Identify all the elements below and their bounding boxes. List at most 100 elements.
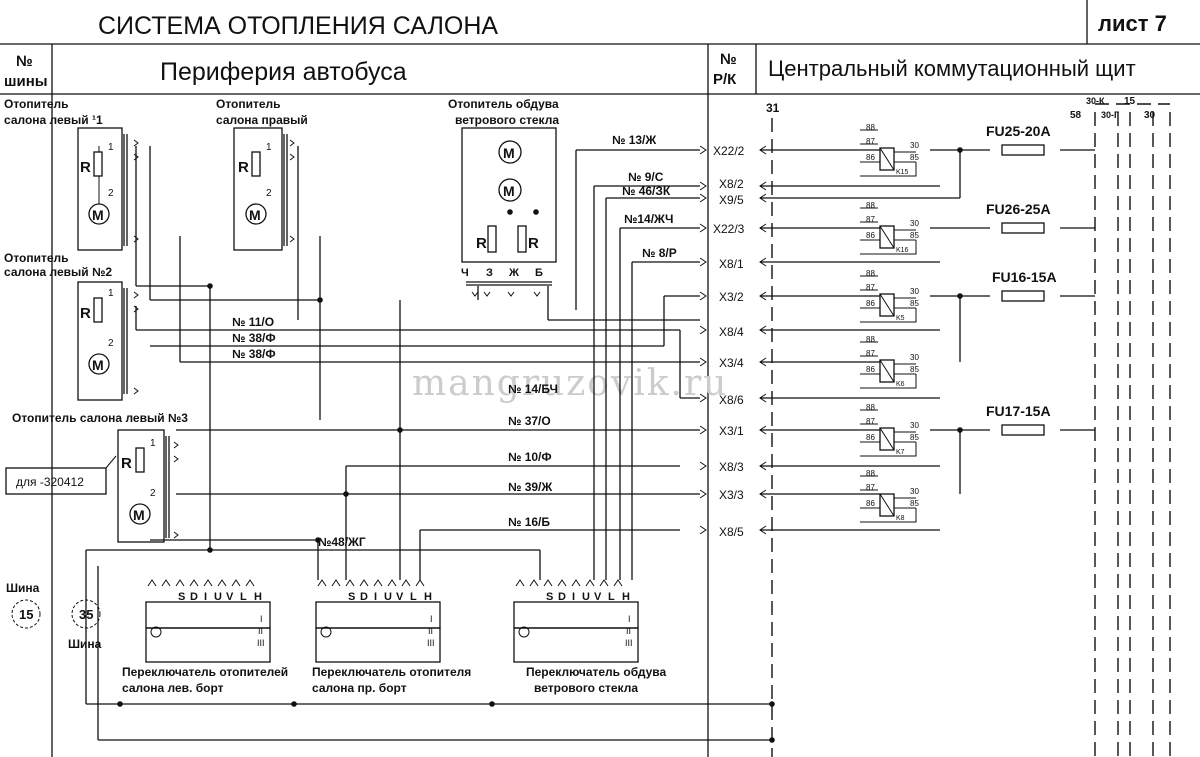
switch-label-line1: Переключатель отопителя [312,665,471,679]
connector-label: X22/2 [713,144,745,158]
rk-column-label: Р/К [713,71,737,88]
switch-pin-u: U [214,591,222,603]
relay-pin-87: 87 [866,417,875,426]
windshield-motor-1: M [503,145,515,161]
switch-pin-h: H [254,591,262,603]
bus-30g-label: 30-Г [1101,110,1119,120]
switch-pin-v: V [594,591,602,603]
relay-pin-86: 86 [866,499,875,508]
bus-35: 35 Шина [68,599,102,651]
windshield-motor-2: M [503,183,515,199]
switch-label-line1: Переключатель отопителей [122,665,288,679]
connector-label: X8/4 [719,325,744,339]
fuse-label: FU26-25A [986,201,1051,217]
windshield-heater-label-line1: Отопитель обдува [448,97,559,111]
switch-pos-2: II [258,626,263,636]
wire-label: № 11/О [232,315,274,329]
relay-pin-86: 86 [866,433,875,442]
heater-left-2-motor: M [92,357,104,373]
switch-pin-d: D [190,591,198,603]
switch-pin-i: I [572,591,575,603]
windshield-resistor-2: R [528,235,539,252]
junction-dots [117,147,963,743]
windshield-pin-z: З [486,267,493,279]
pin-2: 2 [108,338,114,349]
switch-label-line2: салона пр. борт [312,681,407,695]
windshield-pin-ch: Ч [461,267,469,279]
connector-label: X8/5 [719,525,744,539]
bus-15-caption: Шина [6,581,40,595]
rk-number-label: № [720,51,737,68]
heater-left-1-label-line1: Отопитель [4,97,69,111]
relay-id: K6 [896,381,905,388]
heater-left-2: Отопитель салона левый №2 R M 1 2 [4,251,128,401]
relay-pin-88: 88 [866,469,875,478]
switch-pin-l: L [240,591,247,603]
connector-label: X8/3 [719,460,744,474]
relay-pin-87: 87 [866,483,875,492]
windshield-pin-b: Б [535,267,543,279]
connector-labels: X22/2 X8/2 X9/5 X22/3 X8/1 X3/2 X8/4 X3/… [713,144,745,539]
wire-label: № 13/Ж [612,133,656,147]
wiring-lines [85,139,1095,741]
relay-pin-88: 88 [866,123,875,132]
diagram-title: СИСТЕМА ОТОПЛЕНИЯ САЛОНА [98,12,498,40]
heater-left-2-resistor: R [80,305,91,322]
pin-1: 1 [150,438,156,449]
switch-label-line1: Переключатель обдува [526,665,666,679]
switch-pos-3: III [257,638,265,648]
relay-k6: 88 87 86 30 85 K6 [860,335,919,389]
relay-pin-85: 85 [910,153,919,162]
heater-left-3: Отопитель салона левый №3 R M 1 2 [12,411,188,543]
switch-left-side: S D I U V L H I II III Переключатель ото… [122,579,288,695]
switch-pin-i: I [374,591,377,603]
relay-id: K16 [896,247,909,254]
relay-pin-30: 30 [910,287,919,296]
variant-callout: для -320412 [5,455,117,495]
watermark: mangruzovik.ru [412,363,728,404]
heater-left-1-label-line2: салона левый ¹1 [4,113,103,127]
relay-pin-87: 87 [866,349,875,358]
connector-label: X8/2 [719,177,744,191]
wire-label: № 16/Б [508,515,550,529]
relay-pin-30: 30 [910,219,919,228]
switch-pin-d: D [558,591,566,603]
bus-30k-label: 30-К [1086,96,1105,106]
bus-35-number: 35 [79,607,93,622]
wire-label: № 38/Ф [232,331,276,345]
heater-right: Отопитель салона правый R M 1 2 [216,97,308,251]
wire-label: № 37/О [508,414,551,428]
heater-left-3-label: Отопитель салона левый №3 [12,411,188,425]
connector-label: X3/3 [719,488,744,502]
relay-k15: 88 87 86 30 85 K15 [860,123,919,177]
wire-label: № 10/Ф [508,450,552,464]
bus-15-label: 15 [1124,96,1136,107]
fuse-label: FU25-20A [986,123,1051,139]
periphery-heading: Периферия автобуса [160,58,407,86]
heater-left-1: Отопитель салона левый ¹1 R M 1 2 [4,97,128,251]
relay-pin-88: 88 [866,335,875,344]
relay-pin-85: 85 [910,499,919,508]
wire-label: № 38/Ф [232,347,276,361]
relay-pin-85: 85 [910,433,919,442]
switch-pin-s: S [178,591,185,603]
heater-left-2-label-line2: салона левый №2 [4,265,112,279]
relay-id: K7 [896,449,905,456]
relay-pin-87: 87 [866,137,875,146]
relay-id: K8 [896,515,905,522]
relay-id: K5 [896,315,905,322]
windshield-heater-label-line2: ветрового стекла [455,113,559,127]
connector-label: X8/1 [719,257,744,271]
switch-windshield: S D I U V L H I II III Переключатель обд… [513,579,666,695]
heater-left-2-label-line1: Отопитель [4,251,69,265]
relay-pin-30: 30 [910,421,919,430]
wire-label: №48/ЖГ [318,535,366,549]
variant-callout-text: для -320412 [16,475,84,489]
heater-left-3-resistor: R [121,455,132,472]
pin-1: 1 [266,142,272,153]
relay-pin-88: 88 [866,201,875,210]
fuse-fu16: FU16-15A [992,269,1057,302]
relay-pin-86: 86 [866,365,875,374]
